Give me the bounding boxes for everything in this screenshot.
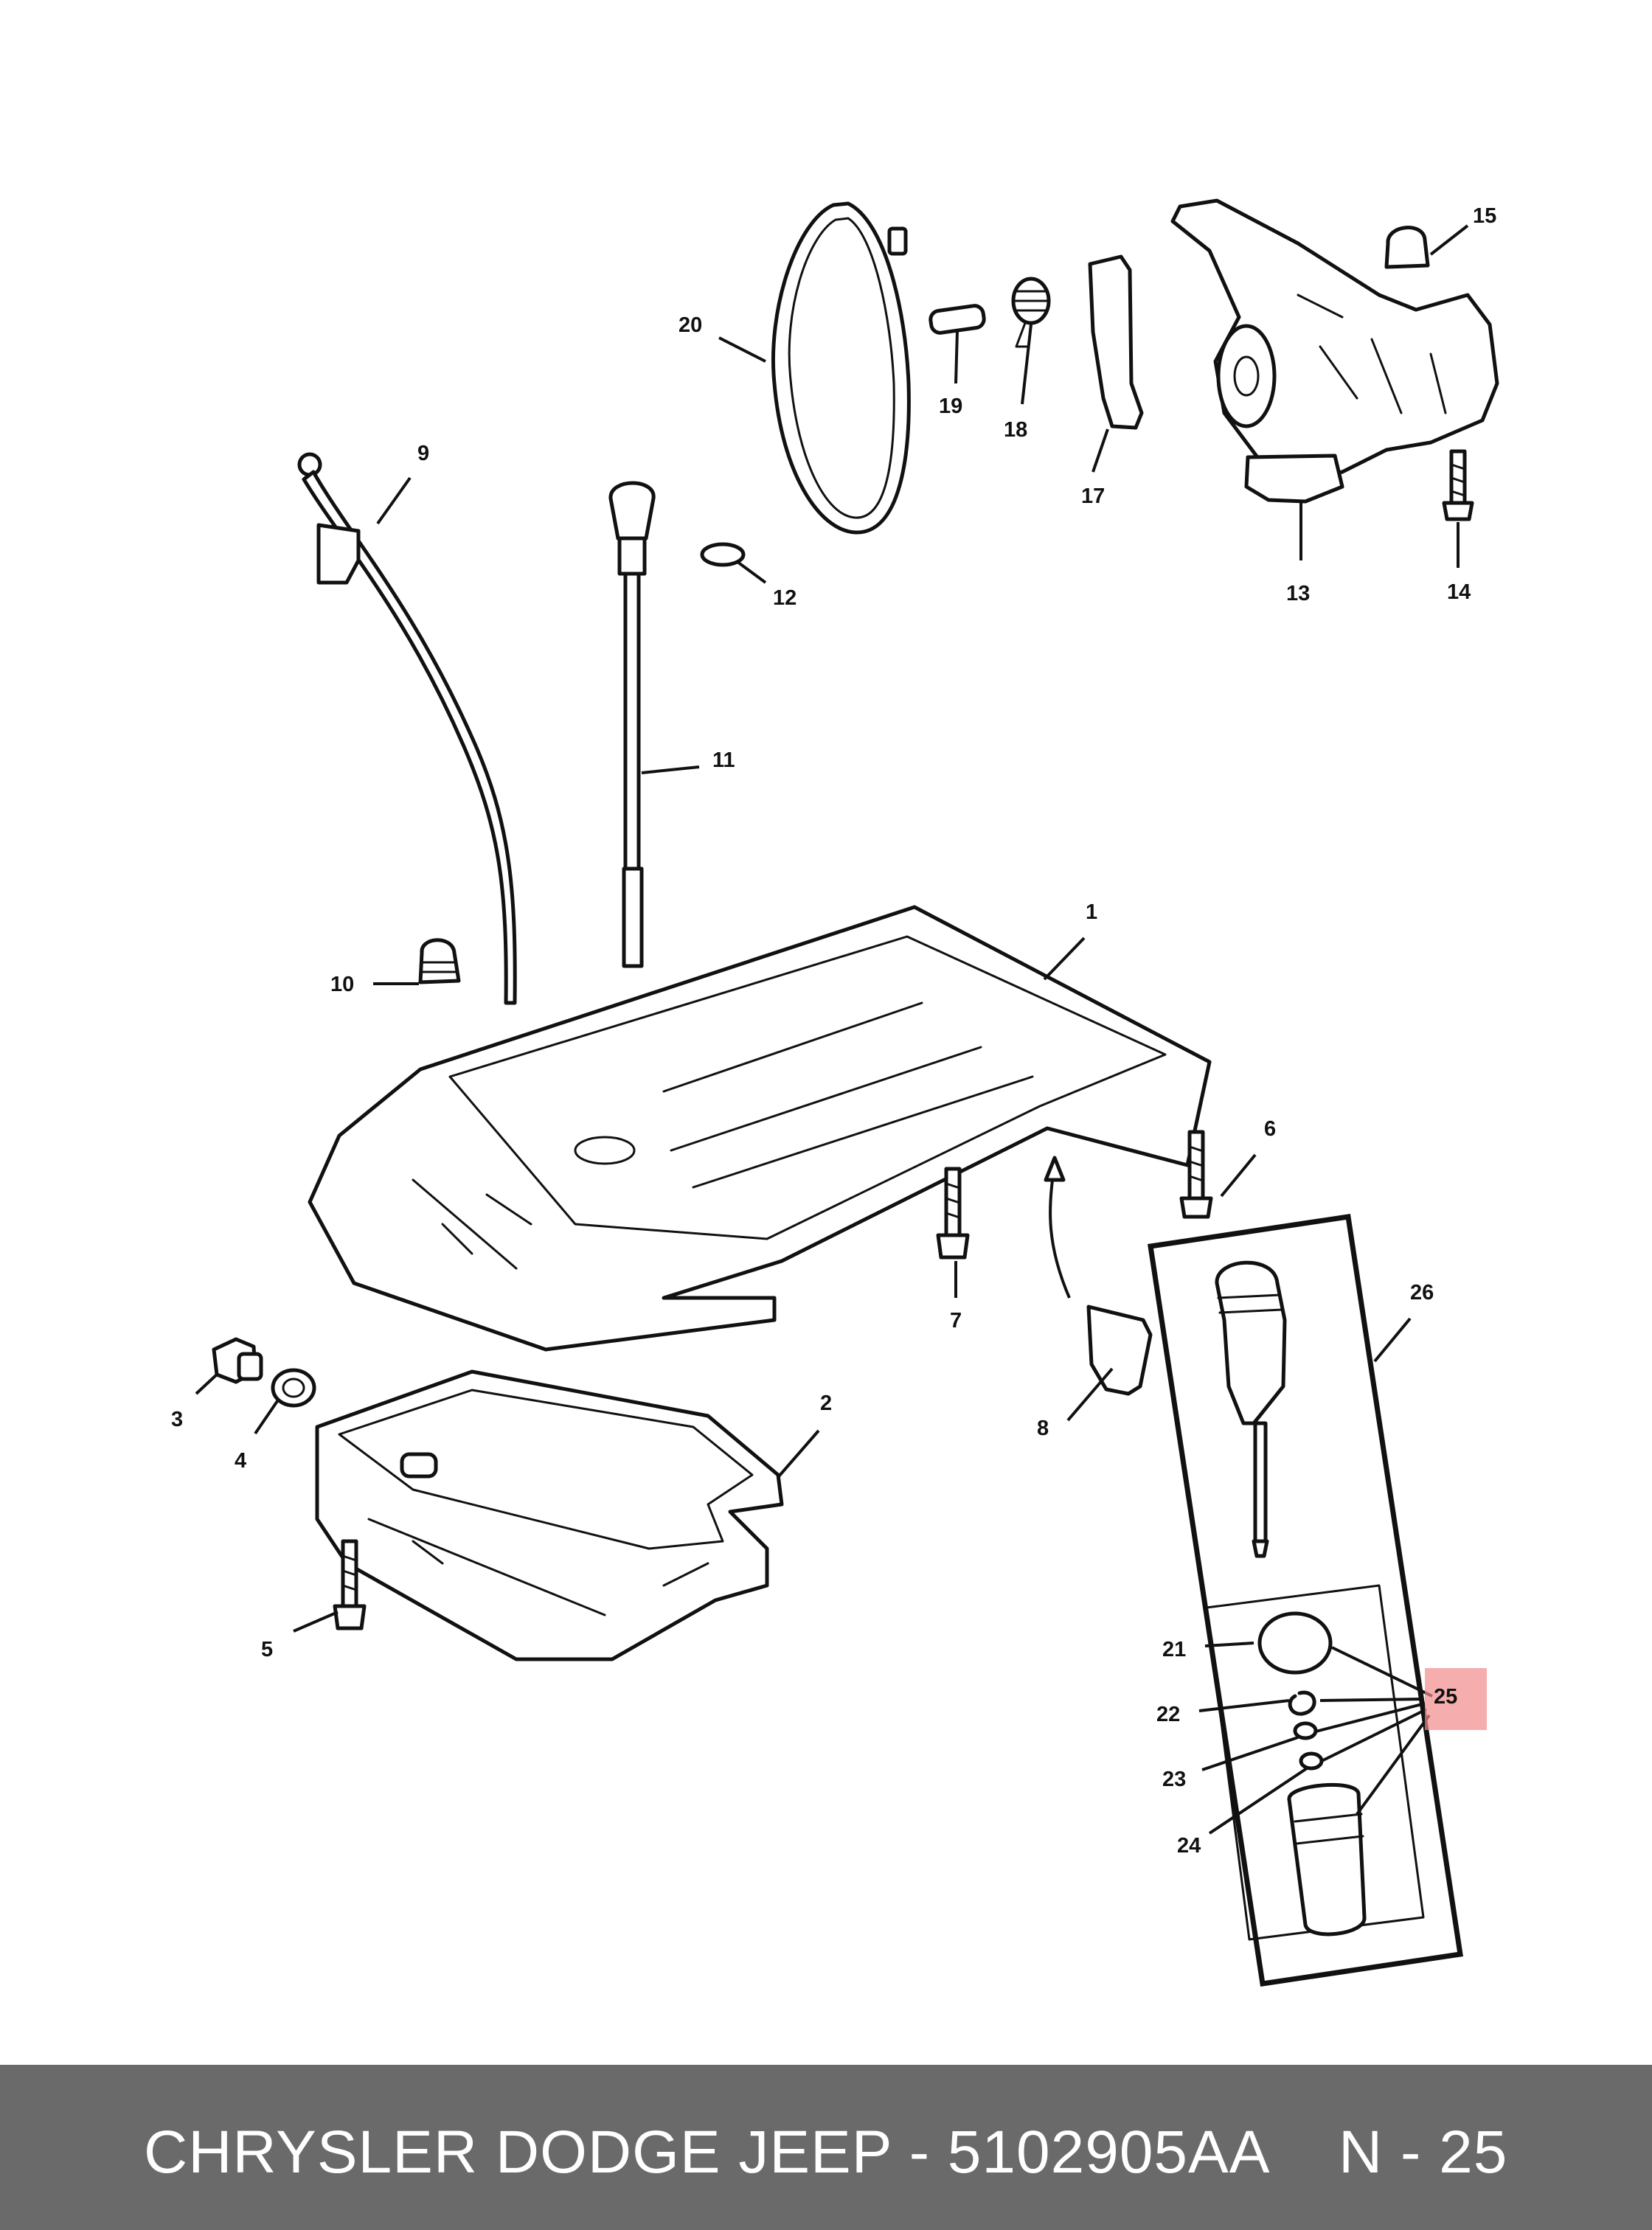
leader-2 xyxy=(777,1429,820,1478)
callout-20: 20 xyxy=(678,313,702,337)
callout-22: 22 xyxy=(1156,1703,1180,1726)
callout-21: 21 xyxy=(1162,1638,1186,1661)
page-number: N - 25 xyxy=(1339,2119,1508,2186)
leader-3 xyxy=(195,1372,220,1395)
callout-4: 4 xyxy=(235,1449,246,1473)
callout-6: 6 xyxy=(1264,1117,1276,1141)
baffle-plate xyxy=(1086,1305,1153,1396)
parts-diagram: 20 19 18 17 15 13 14 9 11 12 10 1 6 7 8 … xyxy=(171,198,1499,1987)
dipstick xyxy=(608,481,656,968)
callout-18: 18 xyxy=(1004,418,1027,442)
part-title: CHRYSLER DODGE JEEP - 5102905AA xyxy=(144,2119,1271,2186)
drain-plug-upper xyxy=(418,938,461,984)
leader-9 xyxy=(376,476,412,525)
drain-plug-washer xyxy=(271,1368,316,1408)
callout-19: 19 xyxy=(939,395,962,418)
callout-2: 2 xyxy=(820,1392,832,1415)
small-seal-ring-b xyxy=(1299,1751,1324,1771)
callout-5: 5 xyxy=(261,1638,273,1661)
callout-24: 24 xyxy=(1177,1834,1201,1858)
pan-bolt-center xyxy=(936,1167,970,1260)
leader-25-d xyxy=(1321,1708,1427,1762)
callout-1: 1 xyxy=(1086,900,1097,924)
tensioner-spring xyxy=(1011,277,1051,348)
callout-26: 26 xyxy=(1410,1281,1434,1305)
dipstick-tube xyxy=(297,452,517,1005)
leader-18 xyxy=(1021,324,1032,405)
leader-5 xyxy=(293,1611,339,1633)
leader-26 xyxy=(1373,1317,1412,1363)
leader-23 xyxy=(1201,1736,1299,1771)
filter-sub-frame xyxy=(1205,1584,1425,1941)
small-seal-ring-a xyxy=(1293,1721,1318,1740)
leader-12 xyxy=(736,560,767,584)
callout-3: 3 xyxy=(171,1408,183,1431)
leader-24 xyxy=(1208,1767,1308,1835)
leader-25-a xyxy=(1331,1646,1433,1698)
leader-20 xyxy=(718,336,766,363)
oil-filter-housing xyxy=(1215,1260,1287,1558)
leader-17 xyxy=(1092,428,1109,473)
leader-8 xyxy=(1066,1367,1114,1422)
timing-chain xyxy=(771,201,911,535)
chain-pin xyxy=(929,304,986,335)
leader-11 xyxy=(641,765,700,774)
leader-25-e xyxy=(1356,1714,1431,1816)
leader-21 xyxy=(1204,1642,1254,1647)
callout-15: 15 xyxy=(1473,204,1496,228)
upper-oil-pan xyxy=(308,905,1212,1352)
leader-25-c xyxy=(1315,1702,1426,1733)
leader-22 xyxy=(1198,1699,1290,1712)
callout-11: 11 xyxy=(712,748,735,772)
o-ring xyxy=(700,542,746,567)
callout-23: 23 xyxy=(1162,1768,1186,1791)
callout-12: 12 xyxy=(773,586,796,610)
install-arrowhead xyxy=(1044,1156,1066,1182)
leader-1 xyxy=(1043,937,1086,981)
lower-pan-bolt xyxy=(333,1539,367,1630)
oil-filter-element xyxy=(1287,1782,1367,1937)
callout-8: 8 xyxy=(1037,1417,1049,1440)
housing-o-ring xyxy=(1257,1611,1333,1675)
retaining-clip xyxy=(1288,1690,1316,1716)
oil-pump-plug xyxy=(1384,226,1430,269)
lower-oil-pan xyxy=(315,1369,784,1661)
callout-17: 17 xyxy=(1081,484,1105,508)
callout-9: 9 xyxy=(417,442,429,465)
pump-bolt xyxy=(1442,449,1474,521)
leader-4 xyxy=(254,1400,279,1435)
pan-bolt-right xyxy=(1179,1130,1213,1219)
highlight-box xyxy=(1425,1668,1487,1730)
install-arrow xyxy=(1049,1164,1071,1299)
leader-19 xyxy=(954,330,959,384)
leader-15 xyxy=(1429,224,1469,256)
callout-25: 25 xyxy=(1434,1685,1457,1709)
drain-plug xyxy=(212,1337,263,1384)
callout-13: 13 xyxy=(1286,582,1310,605)
callout-14: 14 xyxy=(1447,580,1471,604)
filter-inset-frame xyxy=(1148,1214,1463,1987)
chain-guide xyxy=(1088,254,1144,430)
callout-10: 10 xyxy=(330,973,354,996)
callout-7: 7 xyxy=(950,1309,962,1333)
footer-bar: CHRYSLER DODGE JEEP - 5102905AA N - 25 xyxy=(0,2065,1652,2230)
leader-6 xyxy=(1220,1153,1257,1198)
leader-25-b xyxy=(1319,1698,1424,1702)
oil-pump-assembly xyxy=(1170,198,1499,504)
